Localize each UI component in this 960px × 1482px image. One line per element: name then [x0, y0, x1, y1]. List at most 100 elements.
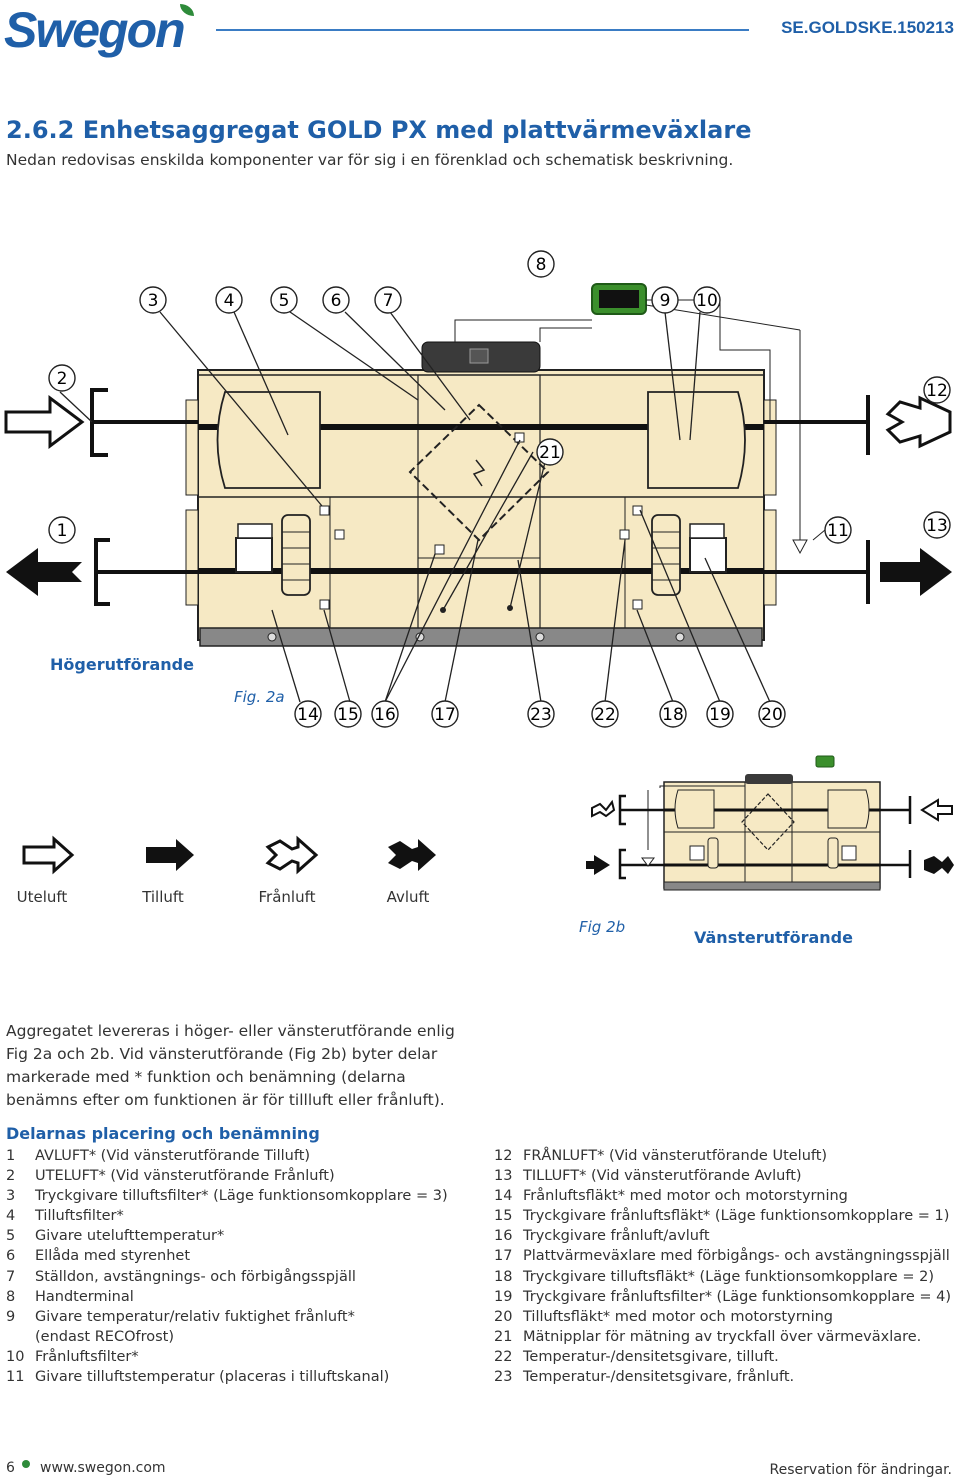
legend-label-franluft: Frånluft: [258, 888, 316, 906]
list-item-number: 14: [494, 1188, 513, 1205]
callout-19: 19: [709, 705, 731, 725]
footer-note: Reservation för ändringar.: [769, 1462, 952, 1478]
callout-7: 7: [383, 291, 394, 311]
list-item-text: Mätnipplar för mätning av tryckfall över…: [523, 1328, 922, 1345]
list-item-number: 21: [494, 1328, 513, 1345]
list-item-text: UTELUFT* (Vid vänsterutförande Frånluft): [35, 1168, 335, 1185]
parts-heading: Delarnas placering och benämning: [6, 1124, 320, 1143]
callout-12: 12: [926, 381, 948, 401]
list-item: 20 Tilluftsfläkt* med motor och motorstyr…: [494, 1307, 954, 1327]
callout-21: 21: [539, 443, 561, 463]
exhaust-fan-icon: [235, 514, 311, 596]
section-intro: Nedan redovisas enskilda komponenter var…: [6, 151, 734, 169]
callouts-side: 2 12 21 1 11 13: [48, 364, 951, 544]
list-item-text: Tryckgivare frånluftsfilter* (Läge funkt…: [523, 1288, 951, 1305]
supply-fan-icon: [651, 514, 727, 596]
callout-10: 10: [696, 291, 718, 311]
callout-14: 14: [297, 705, 319, 725]
list-item: 16 Tryckgivare frånluft/avluft: [494, 1226, 954, 1246]
callout-20: 20: [761, 705, 783, 725]
list-item-number: 7: [6, 1268, 16, 1285]
list-item-text: TILLUFT* (Vid vänsterutförande Avluft): [523, 1168, 802, 1185]
list-item: 5 Givare utelufttemperatur*: [6, 1226, 476, 1246]
legend-icons: [22, 835, 436, 875]
callouts-bottom: 14 15 16 17 23 22 18 19 20: [294, 700, 786, 728]
list-item-text: AVLUFT* (Vid vänsterutförande Tilluft): [35, 1148, 311, 1164]
callout-4: 4: [224, 291, 235, 311]
list-item-text: Frånluftsfläkt* med motor och motorstyrn…: [523, 1188, 848, 1205]
list-item: 11 Givare tilluftstemperatur (placeras i …: [6, 1367, 476, 1387]
page-number: 6: [6, 1460, 15, 1476]
callout-1: 1: [57, 521, 68, 541]
list-item-number: [6, 1327, 35, 1347]
list-item: 21 Mätnipplar för mätning av tryckfall öv…: [494, 1327, 954, 1347]
list-item-text: Givare utelufttemperatur*: [35, 1228, 225, 1245]
callout-18: 18: [662, 705, 684, 725]
swegon-logo: Swegon: [4, 2, 194, 58]
website-link[interactable]: www.swegon.com: [40, 1460, 166, 1476]
list-item-text: Frånluftsfilter*: [35, 1348, 139, 1365]
callout-3: 3: [148, 291, 159, 311]
list-item-number: 12: [494, 1148, 513, 1164]
list-item-number: 15: [494, 1208, 513, 1225]
air-handling-unit: [185, 341, 777, 647]
list-item-text: (endast RECOfrost): [35, 1328, 174, 1345]
list-item-text: Tryckgivare frånluft/avluft: [523, 1228, 710, 1245]
parts-list-right: 12 FRÅNLUFT* (Vid vänsterutförande Uteluf…: [494, 1146, 954, 1387]
description-paragraph: Aggregatet levereras i höger- eller väns…: [6, 1022, 455, 1109]
list-item-number: 8: [6, 1288, 16, 1305]
list-item: 6 Ellåda med styrenhet: [6, 1246, 476, 1266]
bullet-dot-icon: [22, 1460, 30, 1468]
list-item-number: 10: [6, 1348, 25, 1365]
callout-2: 2: [57, 369, 68, 389]
callout-8: 8: [536, 255, 547, 275]
list-item-number: 20: [494, 1308, 513, 1325]
list-item-number: 5: [6, 1228, 16, 1245]
orientation-label-right: Högerutförande: [50, 655, 194, 674]
list-item-number: 4: [6, 1208, 16, 1225]
section-title: 2.6.2 Enhetsaggregat GOLD PX med plattvä…: [6, 116, 752, 144]
list-item-number: 6: [6, 1248, 16, 1265]
figure-2a-diagram: 3 4 5 6 7 8 9 10 2 12 21 1 11 13 14 15 1…: [4, 250, 952, 728]
figure-2b-caption: Fig 2b: [579, 918, 626, 936]
figure-2b-diagram: [586, 755, 954, 891]
list-item: 14 Frånluftsfläkt* med motor och motorsty…: [494, 1186, 954, 1206]
list-item-text: Tryckgivare tilluftsfläkt* (Läge funktio…: [523, 1268, 934, 1285]
callout-15: 15: [337, 705, 359, 725]
list-item-text: Ellåda med styrenhet: [35, 1248, 191, 1265]
list-item-text: Tilluftsfläkt* med motor och motorstyrni…: [523, 1308, 834, 1325]
exhaust-air-arrow-icon: [6, 548, 82, 596]
outdoor-air-arrow-icon: [4, 395, 85, 449]
callout-13: 13: [926, 516, 948, 536]
supply-air-legend-icon: [146, 839, 194, 871]
list-item-number: 3: [6, 1188, 16, 1205]
list-item-text: Plattvärmeväxlare med förbigångs- och av…: [523, 1248, 950, 1265]
callout-17: 17: [434, 705, 456, 725]
legend-label-uteluft: Uteluft: [16, 888, 68, 906]
hand-terminal-icon: [591, 283, 647, 315]
parts-list-left: 1 AVLUFT* (Vid vänsterutförande Tilluft) 2…: [6, 1146, 476, 1387]
list-item-text: FRÅNLUFT* (Vid vänsterutförande Uteluft): [523, 1148, 828, 1164]
callouts-top: 3 4 5 6 7 8 9 10: [139, 250, 721, 314]
list-item-number: 23: [494, 1369, 513, 1386]
list-item-number: 1: [6, 1148, 16, 1164]
list-item-number: 16: [494, 1228, 513, 1245]
figure-2a-caption: Fig. 2a: [234, 688, 285, 706]
list-item-number: 11: [6, 1369, 25, 1386]
list-item: 10 Frånluftsfilter*: [6, 1347, 476, 1367]
list-item-text: Givare tilluftstemperatur (placeras i ti…: [35, 1369, 390, 1386]
list-item-text: Temperatur-/densitetsgivare, tilluft.: [523, 1348, 779, 1365]
list-item-number: 13: [494, 1168, 513, 1185]
callout-11: 11: [827, 521, 849, 541]
exhaust-air-legend-icon: [388, 839, 436, 871]
callout-22: 22: [594, 705, 616, 725]
callout-6: 6: [331, 291, 342, 311]
